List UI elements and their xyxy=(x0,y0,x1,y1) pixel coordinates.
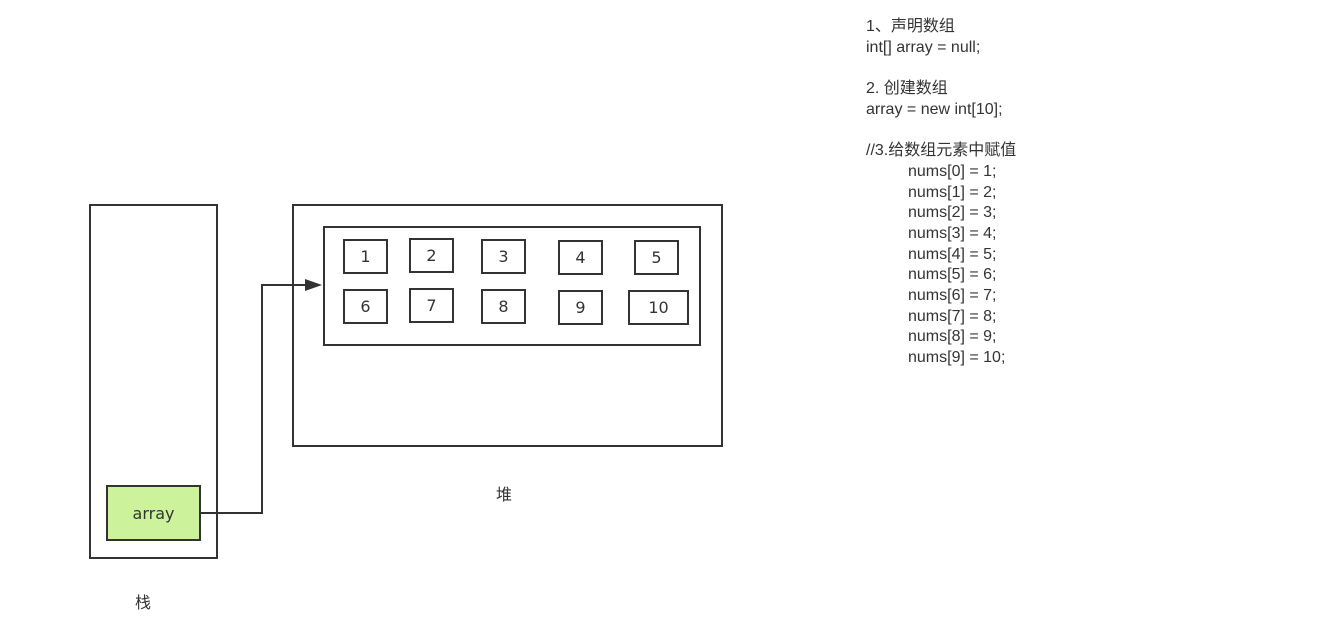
assignment-line: nums[3] = 4; xyxy=(908,224,997,242)
array-element: 6 xyxy=(343,289,388,324)
array-element: 4 xyxy=(558,240,603,275)
assignment-line: nums[1] = 2; xyxy=(908,183,997,201)
assignment-line: nums[2] = 3; xyxy=(908,204,997,222)
assignment-line: nums[0] = 1; xyxy=(908,162,997,180)
step3-title: //3.给数组元素中赋值 xyxy=(866,142,1017,160)
array-element: 8 xyxy=(481,289,526,324)
assignment-line: nums[5] = 6; xyxy=(908,266,997,284)
array-element: 1 xyxy=(343,239,388,274)
step1-title: 1、声明数组 xyxy=(866,18,955,35)
stack-label: 栈 xyxy=(135,593,152,612)
step1-code: int[] array = null; xyxy=(866,38,981,56)
array-element: 3 xyxy=(481,239,526,274)
array-element: 7 xyxy=(409,288,454,323)
code-notes: 1、声明数组 int[] array = null; 2. 创建数组 array… xyxy=(866,17,1016,369)
array-element: 2 xyxy=(409,238,454,273)
step2-title: 2. 创建数组 xyxy=(866,80,948,98)
array-element: 10 xyxy=(628,290,689,325)
assignment-line: nums[9] = 10; xyxy=(908,349,1006,366)
array-variable: array xyxy=(106,485,201,541)
assignment-line: nums[4] = 5; xyxy=(908,245,997,263)
assignment-line: nums[6] = 7; xyxy=(908,286,997,304)
step2-code: array = new int[10]; xyxy=(866,100,1003,118)
assignment-line: nums[8] = 9; xyxy=(908,328,997,346)
assignment-line: nums[7] = 8; xyxy=(908,307,997,325)
heap-label: 堆 xyxy=(496,485,513,504)
array-element: 5 xyxy=(634,240,679,275)
array-element: 9 xyxy=(558,290,603,325)
